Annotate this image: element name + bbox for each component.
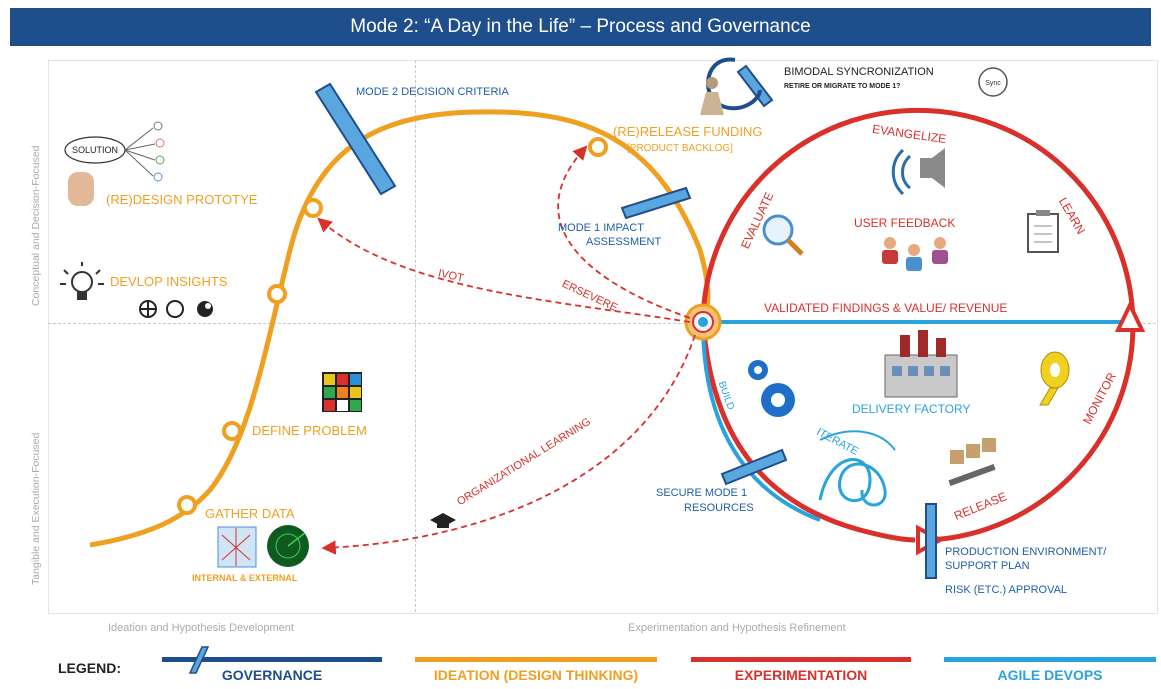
impact-gate xyxy=(620,186,692,220)
solution-sketch-icon xyxy=(64,121,165,206)
resources-gate xyxy=(720,448,788,486)
legend-ideation-text: IDEATION (DESIGN THINKING) xyxy=(433,667,639,683)
gather-data-label: GATHER DATA xyxy=(205,506,295,521)
legend-ideation: IDEATION (DESIGN THINKING) xyxy=(415,655,657,685)
users-icon xyxy=(882,237,948,271)
rubiks-cube-icon xyxy=(322,372,362,412)
gears-icon xyxy=(748,360,795,417)
develop-insights-label: DEVLOP INSIGHTS xyxy=(110,274,228,289)
milestone-define xyxy=(222,421,242,441)
radar-icon xyxy=(267,525,309,567)
milestone-prototype xyxy=(303,198,323,218)
axis-label-experimentation: Experimentation and Hypothesis Refinemen… xyxy=(628,622,846,634)
internal-external-label: INTERNAL & EXTERNAL xyxy=(192,573,298,583)
validated-findings-label: VALIDATED FINDINGS & VALUE/ REVENUE xyxy=(764,301,1008,315)
user-feedback-label: USER FEEDBACK xyxy=(854,216,956,230)
legend-agile: AGILE DEVOPS xyxy=(944,655,1156,685)
production-gate xyxy=(925,503,937,579)
milestone-gather xyxy=(177,495,197,515)
caution-tape-icon xyxy=(1039,351,1070,406)
legend-ideation-bar xyxy=(415,657,657,662)
mode1-impact-label-2: ASSESSMENT xyxy=(586,236,662,248)
solution-text: SOLUTION xyxy=(72,145,118,155)
legend-experimentation: EXPERIMENTATION xyxy=(691,655,911,685)
release-conveyor-icon xyxy=(948,438,996,487)
redesign-prototype-label: (RE)DESIGN PROTOTYE xyxy=(106,192,258,207)
magnifier-icon xyxy=(762,214,804,256)
retire-migrate-label: RETIRE OR MIGRATE TO MODE 1? xyxy=(784,83,901,90)
meditating-person-icon xyxy=(700,77,724,115)
experimentation-loop xyxy=(700,107,1136,543)
legend-governance-gate-icon xyxy=(188,646,210,674)
define-problem-label: DEFINE PROBLEM xyxy=(252,423,367,438)
speaker-icon xyxy=(891,148,945,196)
secure-resources-label-2: RESOURCES xyxy=(684,502,754,514)
legend-experimentation-text: EXPERIMENTATION xyxy=(734,667,868,683)
risk-approval-label: RISK (ETC.) APPROVAL xyxy=(945,584,1068,596)
pivot-arrow xyxy=(317,217,691,323)
product-backlog-label: [PRODUCT BACKLOG] xyxy=(627,143,733,154)
secure-resources-label-1: SECURE MODE 1 xyxy=(656,487,748,499)
legend-label: LEGEND: xyxy=(58,660,121,676)
delivery-factory-label: DELIVERY FACTORY xyxy=(852,402,971,416)
iterate-loops xyxy=(818,458,887,507)
persevere-arrow xyxy=(557,145,691,319)
vertical-divider xyxy=(415,60,416,612)
agile-arc xyxy=(701,329,821,522)
legend-agile-bar xyxy=(944,657,1156,662)
axis-label-ideation: Ideation and Hypothesis Development xyxy=(108,622,294,634)
legend-agile-text: AGILE DEVOPS xyxy=(997,667,1103,683)
monitor-arrowhead xyxy=(1114,300,1146,332)
bimodal-gate xyxy=(736,64,774,108)
legend-governance-bar xyxy=(162,657,382,662)
mode1-impact-label-1: MODE 1 IMPACT xyxy=(558,222,644,234)
rerelease-funding-label: (RE)RELEASE FUNDING xyxy=(613,124,763,139)
legend-governance-text: GOVERNANCE xyxy=(221,667,323,683)
milestone-funding xyxy=(588,137,608,157)
hub-inner xyxy=(698,317,708,327)
clipboard-icon xyxy=(1027,210,1059,253)
ideation-curve xyxy=(89,109,711,548)
iterate-arc xyxy=(819,430,896,451)
lightbulb-icon xyxy=(60,262,104,300)
horizontal-divider xyxy=(48,323,1156,324)
legend-experimentation-bar xyxy=(691,657,911,662)
mode2-criteria-label: MODE 2 DECISION CRITERIA xyxy=(356,86,509,98)
page-title: Mode 2: “A Day in the Life” – Process an… xyxy=(10,8,1151,46)
experimentation-lower xyxy=(700,319,916,543)
graduation-cap-icon xyxy=(430,513,456,528)
bimodal-sync-label: BIMODAL SYNCRONIZATION xyxy=(784,66,934,78)
milestone-insights xyxy=(267,284,287,304)
factory-icon xyxy=(884,330,958,398)
sync-icon-text: Sync xyxy=(985,80,1001,87)
mode2-criteria-gate xyxy=(314,82,397,196)
insight-icons xyxy=(139,300,213,318)
sync-icon xyxy=(978,67,1008,97)
production-env-label-2: SUPPORT PLAN xyxy=(945,560,1030,572)
learning-arrow xyxy=(321,334,696,555)
legend-governance: GOVERNANCE xyxy=(162,646,382,685)
data-network-icon xyxy=(217,526,257,568)
production-env-label-1: PRODUCTION ENVIRONMENT/ xyxy=(945,546,1107,558)
